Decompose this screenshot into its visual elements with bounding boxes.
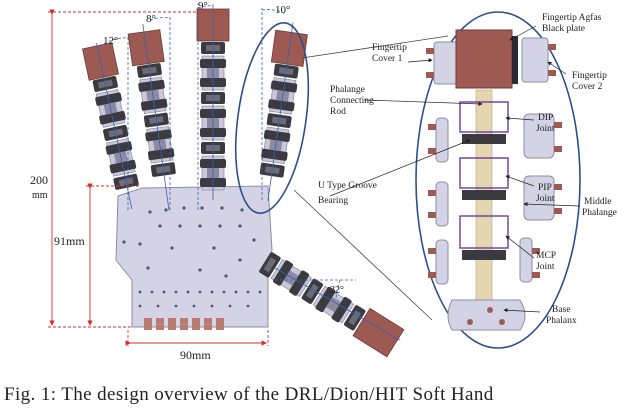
label-mcp-a: MCP <box>536 251 556 261</box>
bearing-screws <box>428 122 562 278</box>
finger-3 <box>196 4 230 200</box>
wrist-connectors <box>144 318 224 330</box>
label-phalange-c: Rod <box>330 107 346 117</box>
cover-screws <box>426 44 556 78</box>
angle-label-3: 9° <box>198 0 208 12</box>
finger-1 <box>82 42 140 210</box>
thumb <box>258 251 405 358</box>
label-base-b: Phalanx <box>546 316 577 326</box>
label-dip-a: DIP <box>538 113 553 123</box>
label-pip-a: PIP <box>538 183 552 193</box>
label-middle-a: Middle <box>584 197 611 207</box>
label-black-plate: Black plate <box>542 24 585 34</box>
zoom-ellipse-small <box>234 22 310 214</box>
total-height-value: 200 <box>30 173 48 187</box>
pip-joint <box>459 157 509 200</box>
label-phalange-b: Connecting <box>330 96 374 106</box>
hand-assembly: 12° 8° 9° 10° 32° 200 mm 91mm 90mm <box>30 0 405 362</box>
finger-detail <box>426 29 562 331</box>
palm-height-label: 91mm <box>54 234 85 248</box>
label-ugroove-a: U Type Groove <box>318 181 377 191</box>
fingertip-cover-2 <box>521 37 549 83</box>
label-fingertip-cover-2a: Fingertip <box>572 71 607 81</box>
palm-holes <box>122 206 262 308</box>
label-pip-b: Joint <box>536 194 555 204</box>
angle-label-4: 10° <box>275 4 290 16</box>
palm-width-label: 90mm <box>180 348 211 362</box>
thumb-axis <box>274 267 401 341</box>
label-fingertip-cover-2b: Cover 2 <box>572 82 603 92</box>
label-middle-b: Phalange <box>582 208 617 218</box>
side-links <box>435 113 555 285</box>
total-height-unit: mm <box>32 190 48 201</box>
label-fingertip-agfas: Fingertip Agfas <box>542 12 602 23</box>
label-phalange-a: Phalange <box>330 85 365 95</box>
fingertip-block <box>455 29 513 89</box>
angle-label-thumb: 32° <box>330 285 344 296</box>
label-fingertip-cover-1b: Cover 1 <box>372 54 403 64</box>
label-dip-b: Joint <box>536 124 555 134</box>
detail-ellipse <box>415 11 581 349</box>
zoom-connector-top <box>301 35 449 59</box>
label-base-a: Base <box>552 305 570 315</box>
figure-caption: Fig. 1: The design overview of the DRL/D… <box>4 384 494 405</box>
base-phalanx <box>447 299 526 331</box>
zoom-connector-bottom <box>293 189 433 321</box>
black-plate <box>512 36 518 84</box>
label-mcp-b: Joint <box>536 262 555 272</box>
label-ugroove-b: Bearing <box>318 196 348 206</box>
angle-label-1: 12° <box>103 35 118 47</box>
label-fingertip-cover-1a: Fingertip <box>372 43 407 53</box>
callout-lines <box>329 25 581 313</box>
mcp-joint <box>459 215 509 260</box>
angle-label-2: 8° <box>146 13 156 25</box>
finger-4 <box>259 22 308 201</box>
finger-2 <box>127 23 177 211</box>
dimension-lines <box>48 9 269 346</box>
